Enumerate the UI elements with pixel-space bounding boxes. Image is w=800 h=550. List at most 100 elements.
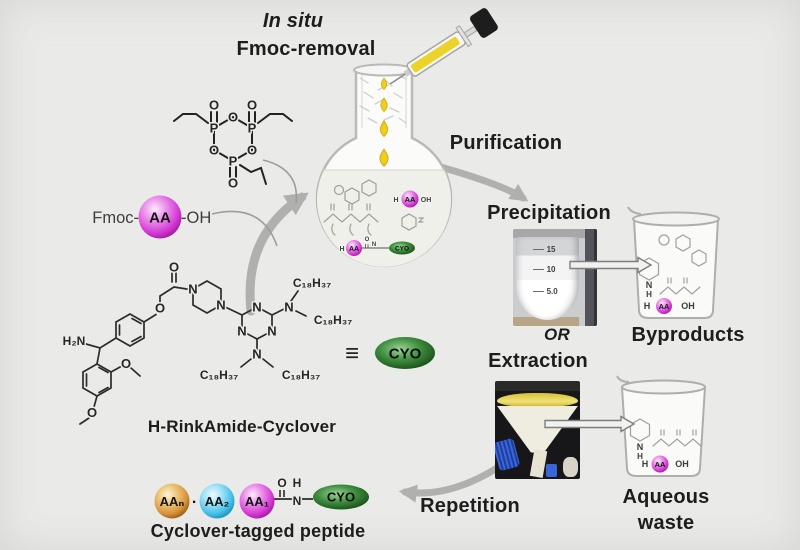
extraction-label: Extraction	[488, 350, 588, 372]
aa-2-label: AA₂	[205, 494, 230, 509]
photo-shadow-strip	[585, 229, 594, 326]
content-oh-label: OH	[421, 197, 432, 204]
photo-background	[513, 229, 597, 238]
content-cyo-oval	[389, 241, 415, 255]
precipitation-label: Precipitation	[487, 202, 611, 224]
aa-1-label: AA₁	[245, 494, 269, 509]
rink-amide-cyclover-label: H-RinkAmide-Cyclover	[147, 417, 337, 436]
atom-label: N	[216, 298, 225, 313]
beaker-oh-label: OH	[681, 301, 695, 311]
content-n-label: N	[372, 242, 376, 248]
beaker-rim	[632, 211, 720, 227]
aa-sphere-magenta	[138, 195, 182, 239]
oh-suffix-label: -OH	[181, 209, 211, 227]
purification-label: Purification	[449, 132, 563, 154]
cyo-oval	[375, 337, 435, 369]
beaker-chain	[652, 438, 702, 447]
atom-label: O	[209, 143, 219, 158]
fmoc-removal-label: Fmoc-removal	[236, 38, 376, 60]
peptide-cyo-label: CYO	[327, 490, 355, 505]
content-aa-sphere	[346, 240, 362, 256]
aa-2-sphere-cyan	[199, 483, 235, 519]
yellow-droplets	[379, 77, 389, 167]
content-ring-small	[333, 184, 345, 196]
amide-o-label: O	[277, 476, 286, 490]
beaker-doodle	[658, 234, 670, 246]
atom-label: N	[252, 300, 261, 315]
aqueous-waste-label: Aqueous waste	[623, 484, 710, 536]
beaker-n-label: N	[637, 442, 644, 452]
content-cyo-label: CYO	[395, 246, 409, 253]
content-aa-label: AA	[349, 246, 359, 253]
atom-label: P	[248, 121, 257, 136]
aromatic-ticks-1	[118, 317, 142, 343]
funnel-stem	[530, 448, 548, 478]
syringe-plunger-cap	[469, 8, 498, 38]
linker-bonds	[143, 272, 194, 323]
syringe-needle	[389, 72, 408, 85]
photo-bench	[513, 317, 579, 326]
neck-inner-lines	[361, 72, 407, 128]
beaker-aa-sphere	[651, 455, 669, 473]
cyclover-tagged-peptide: AAₙ · AA₂ AA₁ O H N CYO	[154, 475, 369, 519]
precipitation-photo: 15 10 5.0	[513, 229, 597, 326]
fmoc-aa-merge-curve	[211, 210, 278, 247]
resin-to-flask-arrow	[245, 192, 309, 316]
amide-double-bond	[279, 490, 285, 497]
c18h37-label: C₁₈H₃₇	[293, 276, 331, 290]
content-aa-label: AA	[405, 195, 416, 204]
amide-h-label: H	[293, 476, 302, 490]
atom-label: N	[267, 324, 276, 339]
beaker-aa-label: AA	[655, 460, 666, 469]
t3p-propyl-chains	[173, 113, 293, 185]
cyclover-tagged-peptide-label: Cyclover-tagged peptide	[150, 521, 366, 541]
photo-edge-strip	[593, 229, 597, 326]
beaker-h-label: H	[637, 452, 643, 461]
c18h37-label: C₁₈H₃₇	[200, 368, 238, 382]
rink-amide-cyclover-structure: H₂N O O O O N N N N N N N C₁₈H₃₇ C₁₈H₃₇ …	[61, 258, 354, 425]
c18h37-label: C₁₈H₃₇	[282, 368, 320, 382]
beaker-carbonyls	[660, 429, 697, 436]
content-h-label: H	[393, 197, 398, 204]
atom-label: N	[252, 347, 261, 362]
atom-label: O	[121, 356, 131, 371]
fmoc-prefix-label: Fmoc-	[92, 209, 139, 227]
atom-label: P	[229, 154, 238, 169]
beaker-h-label: H	[642, 459, 649, 469]
amine-bonds	[240, 290, 307, 368]
beaker-body	[633, 218, 719, 319]
rink-bonds	[85, 337, 117, 365]
beaker-spout	[616, 375, 630, 383]
triazine-ring	[241, 306, 273, 340]
reaction-flask: H AA OH H AA O N CYO	[315, 63, 453, 268]
atom-label: O	[169, 260, 179, 275]
beaker-aa-sphere	[656, 298, 672, 314]
atom-label: O	[228, 110, 238, 125]
aa-n-label: AAₙ	[160, 494, 185, 509]
organic-layer	[496, 392, 579, 408]
piperazine-triazine-bond	[220, 304, 243, 316]
atom-label: P	[210, 121, 219, 136]
funnel-stopcock	[495, 437, 521, 472]
or-label: OR	[544, 325, 570, 344]
funnel-clamp	[546, 464, 558, 478]
syringe-liquid	[410, 36, 460, 73]
repetition-label: Repetition	[420, 495, 520, 517]
content-amine-ring	[401, 213, 425, 231]
beaker-chain	[659, 286, 701, 295]
beaker-n-label: N	[646, 280, 653, 290]
extraction-photo	[495, 381, 580, 479]
content-aa-sphere	[401, 190, 419, 208]
equivalence-symbol: ≡	[345, 340, 359, 367]
atom-label: O	[209, 98, 219, 113]
aromatic-ticks-2	[85, 366, 109, 394]
t3p-merge-curve	[262, 159, 298, 204]
atom-label: O	[247, 143, 257, 158]
cyo-equivalence: ≡ CYO	[345, 337, 435, 369]
fmoc-aa-oh-reagent: Fmoc- AA -OH	[92, 195, 211, 239]
peptide-cyo-oval	[313, 484, 369, 510]
beaker-rim	[621, 379, 706, 395]
dot-separator: ·	[192, 494, 197, 511]
